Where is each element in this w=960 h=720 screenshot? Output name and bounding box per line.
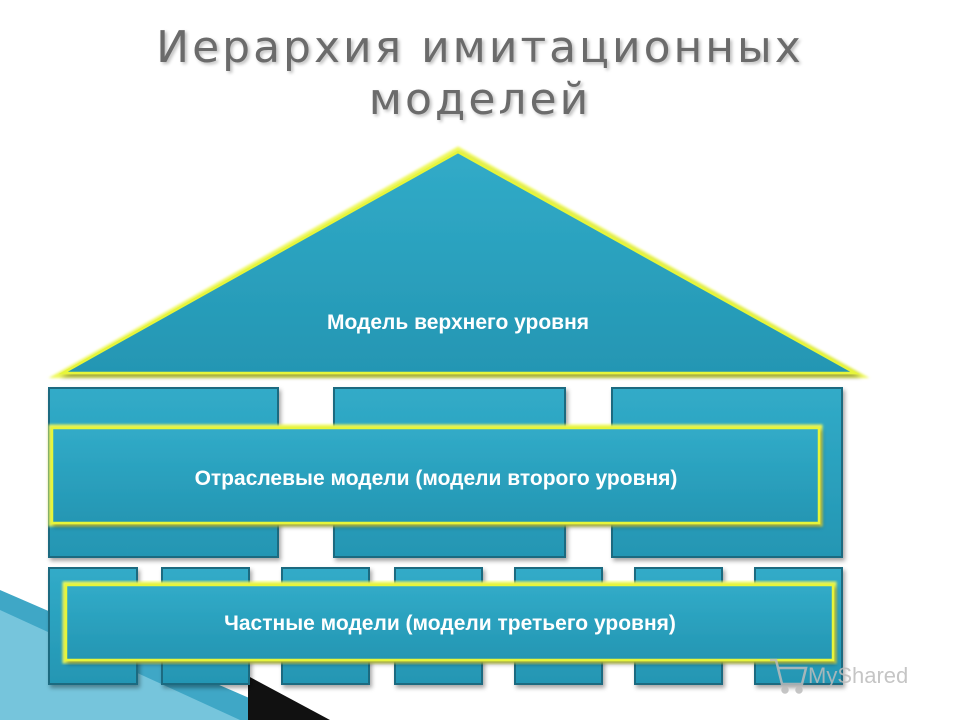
- corner-decoration-black: [248, 676, 330, 720]
- top-level-model: Модель верхнего уровня: [48, 146, 870, 378]
- slide-title-line-2: моделей: [368, 74, 592, 125]
- slide-title-line-1: Иерархия имитационных: [156, 22, 804, 73]
- watermark-text: MyShared: [808, 663, 908, 688]
- third-level-band: Частные модели (модели третьего уровня): [62, 581, 837, 664]
- second-level-label: Отраслевые модели (модели второго уровня…: [195, 467, 678, 490]
- cart-icon: [770, 658, 808, 694]
- watermark: MyShared: [770, 658, 908, 694]
- top-level-triangle: [58, 150, 860, 375]
- third-level-label: Частные модели (модели третьего уровня): [224, 612, 676, 635]
- slide-title: Иерархия имитационных моделей: [0, 22, 960, 126]
- second-level-band: Отраслевые модели (модели второго уровня…: [48, 424, 823, 527]
- second-level-band-box: [50, 426, 821, 525]
- third-level-band-box: [64, 583, 835, 662]
- top-level-label: Модель верхнего уровня: [327, 311, 589, 334]
